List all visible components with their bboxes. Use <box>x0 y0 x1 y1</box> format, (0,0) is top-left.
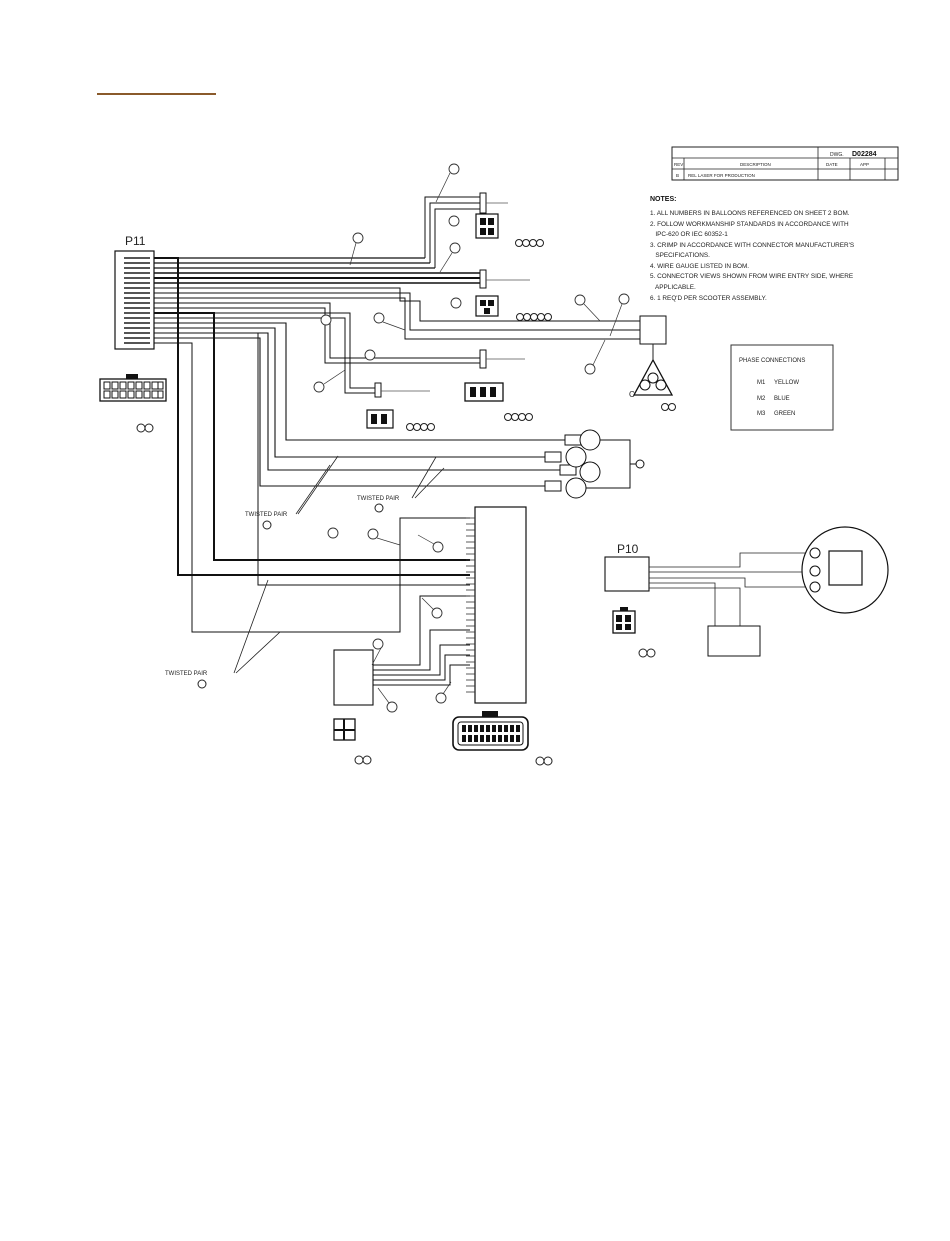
date-header: DATE <box>826 162 838 167</box>
phase-m1-color: YELLOW <box>774 380 799 386</box>
rev-header: REV <box>674 162 683 167</box>
connector-p10-label: P10 <box>617 542 639 556</box>
note-line-8: APPLICABLE. <box>650 284 696 291</box>
rev-description: REL LASER FOR PRODUCTION <box>688 173 755 178</box>
twisted-pair-label-3: TWISTED PAIR <box>165 671 208 677</box>
connector-top-3 <box>464 349 533 421</box>
phase-m3-color: GREEN <box>774 411 795 417</box>
note-line-2: 2. FOLLOW WORKMANSHIP STANDARDS IN ACCOR… <box>650 221 849 228</box>
connector-top-2 <box>475 269 552 321</box>
reference-balloons <box>313 163 630 713</box>
phase-box-title: PHASE CONNECTIONS <box>739 358 805 364</box>
notes-block: NOTES: 1. ALL NUMBERS IN BALLOONS REFERE… <box>650 196 854 302</box>
phase-m2-id: M2 <box>757 396 766 402</box>
phase-m1-id: M1 <box>757 380 766 386</box>
approved-header: APP <box>860 162 869 167</box>
twisted-pair-label-2: TWISTED PAIR <box>357 496 400 502</box>
phase-connections-box: PHASE CONNECTIONS M1 YELLOW M2 BLUE M3 G… <box>730 344 834 431</box>
note-line-4: 3. CRIMP IN ACCORDANCE WITH CONNECTOR MA… <box>650 242 854 249</box>
throttle-sensor <box>801 526 889 614</box>
phase-m2-color: BLUE <box>774 396 790 402</box>
phase-c-label: C <box>629 390 635 399</box>
title-block: DWG. D02284 REV DESCRIPTION DATE APP B R… <box>671 146 899 181</box>
connector-left-small <box>333 649 374 765</box>
connector-p10: P10 <box>604 542 815 658</box>
note-line-5: SPECIFICATIONS. <box>650 252 710 259</box>
connector-p11-face <box>99 374 167 433</box>
balloon-leaders <box>323 172 623 704</box>
note-line-7: 5. CONNECTOR VIEWS SHOWN FROM WIRE ENTRY… <box>650 273 853 280</box>
controller-block <box>466 506 527 704</box>
note-line-3: IPC-620 OR IEC 60352-1 <box>650 231 728 238</box>
motor-connector: C <box>629 315 676 411</box>
connector-top-1 <box>475 192 544 247</box>
drawing-number: D02284 <box>852 151 877 158</box>
connector-small <box>366 382 435 431</box>
phase-m3-id: M3 <box>757 411 766 417</box>
header-rule <box>97 93 216 95</box>
ring-terminals <box>544 429 645 499</box>
harness-wires <box>154 196 640 686</box>
notes-heading: NOTES: <box>650 196 676 203</box>
description-header: DESCRIPTION <box>740 162 771 167</box>
note-line-1: 1. ALL NUMBERS IN BALLOONS REFERENCED ON… <box>650 210 850 217</box>
connector-p11-label: P11 <box>125 234 146 248</box>
note-line-9: 6. 1 REQ'D PER SCOOTER ASSEMBLY. <box>650 295 767 302</box>
drawing-number-label: DWG. <box>830 152 844 158</box>
twisted-pair-callouts: TWISTED PAIR TWISTED PAIR TWISTED PAIR <box>165 455 445 689</box>
controller-connector-face <box>452 711 553 766</box>
note-line-6: 4. WIRE GAUGE LISTED IN BOM. <box>650 263 749 270</box>
twisted-pair-label-1: TWISTED PAIR <box>245 512 288 518</box>
connector-p11: P11 <box>114 234 155 350</box>
rev-value: B <box>676 173 679 178</box>
